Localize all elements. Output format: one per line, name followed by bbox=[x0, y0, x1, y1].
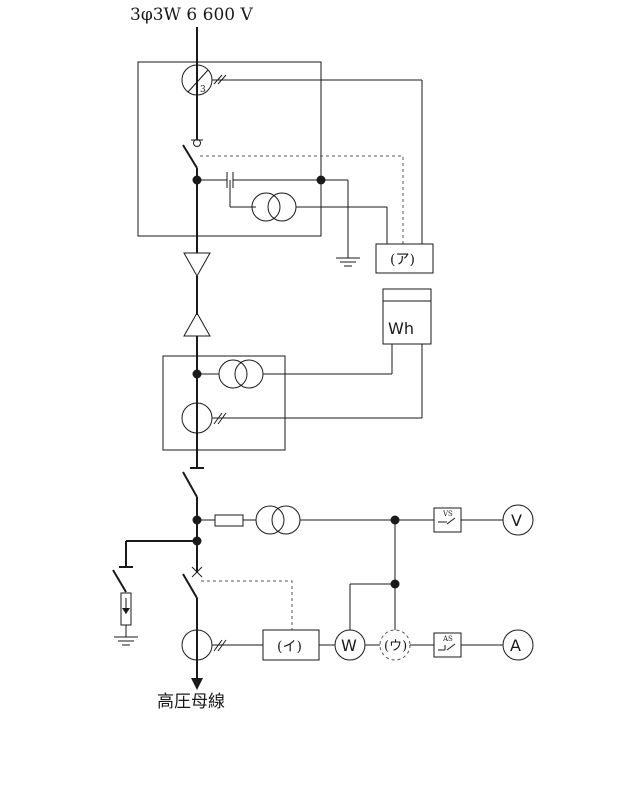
voltmeter-switch: VS bbox=[433, 507, 462, 533]
cable-head-top bbox=[183, 252, 211, 278]
busbar-arrow bbox=[191, 678, 203, 690]
trip-dashed-line-top bbox=[200, 155, 404, 244]
watt-hour-meter bbox=[382, 288, 432, 345]
cable-head-bottom bbox=[183, 311, 211, 337]
supply-voltage-label: 3φ3W 6 600 V bbox=[130, 5, 253, 25]
voltmeter bbox=[502, 504, 534, 536]
ammeter bbox=[502, 629, 534, 661]
vs-label: VS bbox=[442, 510, 453, 518]
wattmeter-label: W bbox=[341, 636, 357, 655]
pas-enclosure bbox=[137, 61, 322, 237]
ammeter-switch: AS bbox=[433, 632, 462, 658]
voltmeter-label: V bbox=[511, 511, 522, 530]
zct-phase-mark: 3 bbox=[200, 85, 206, 95]
circuit-breaker bbox=[182, 566, 203, 685]
relay-a-box bbox=[375, 243, 434, 274]
la-disconnect-switch bbox=[112, 569, 127, 593]
ammeter-label: A bbox=[510, 636, 521, 655]
ground-symbol-top bbox=[336, 257, 360, 267]
relay-i-label: (イ) bbox=[277, 639, 302, 655]
meter-u-label: (ウ) bbox=[384, 639, 407, 654]
vct-transformer bbox=[218, 359, 264, 389]
zpd-transformer bbox=[251, 192, 297, 222]
ground-symbol-la bbox=[114, 636, 138, 646]
as-label: AS bbox=[442, 635, 453, 643]
busbar-label: 高圧母線 bbox=[157, 692, 225, 712]
trip-dashed-line-bottom bbox=[201, 580, 293, 630]
vt-fuse bbox=[214, 514, 244, 527]
relay-a-label: (ア) bbox=[390, 252, 415, 268]
wh-meter-label: Wh bbox=[388, 319, 414, 338]
disconnect-switch bbox=[182, 467, 204, 572]
vt-transformer bbox=[255, 505, 301, 535]
vct-enclosure bbox=[162, 355, 286, 451]
pas-switch bbox=[182, 139, 203, 236]
